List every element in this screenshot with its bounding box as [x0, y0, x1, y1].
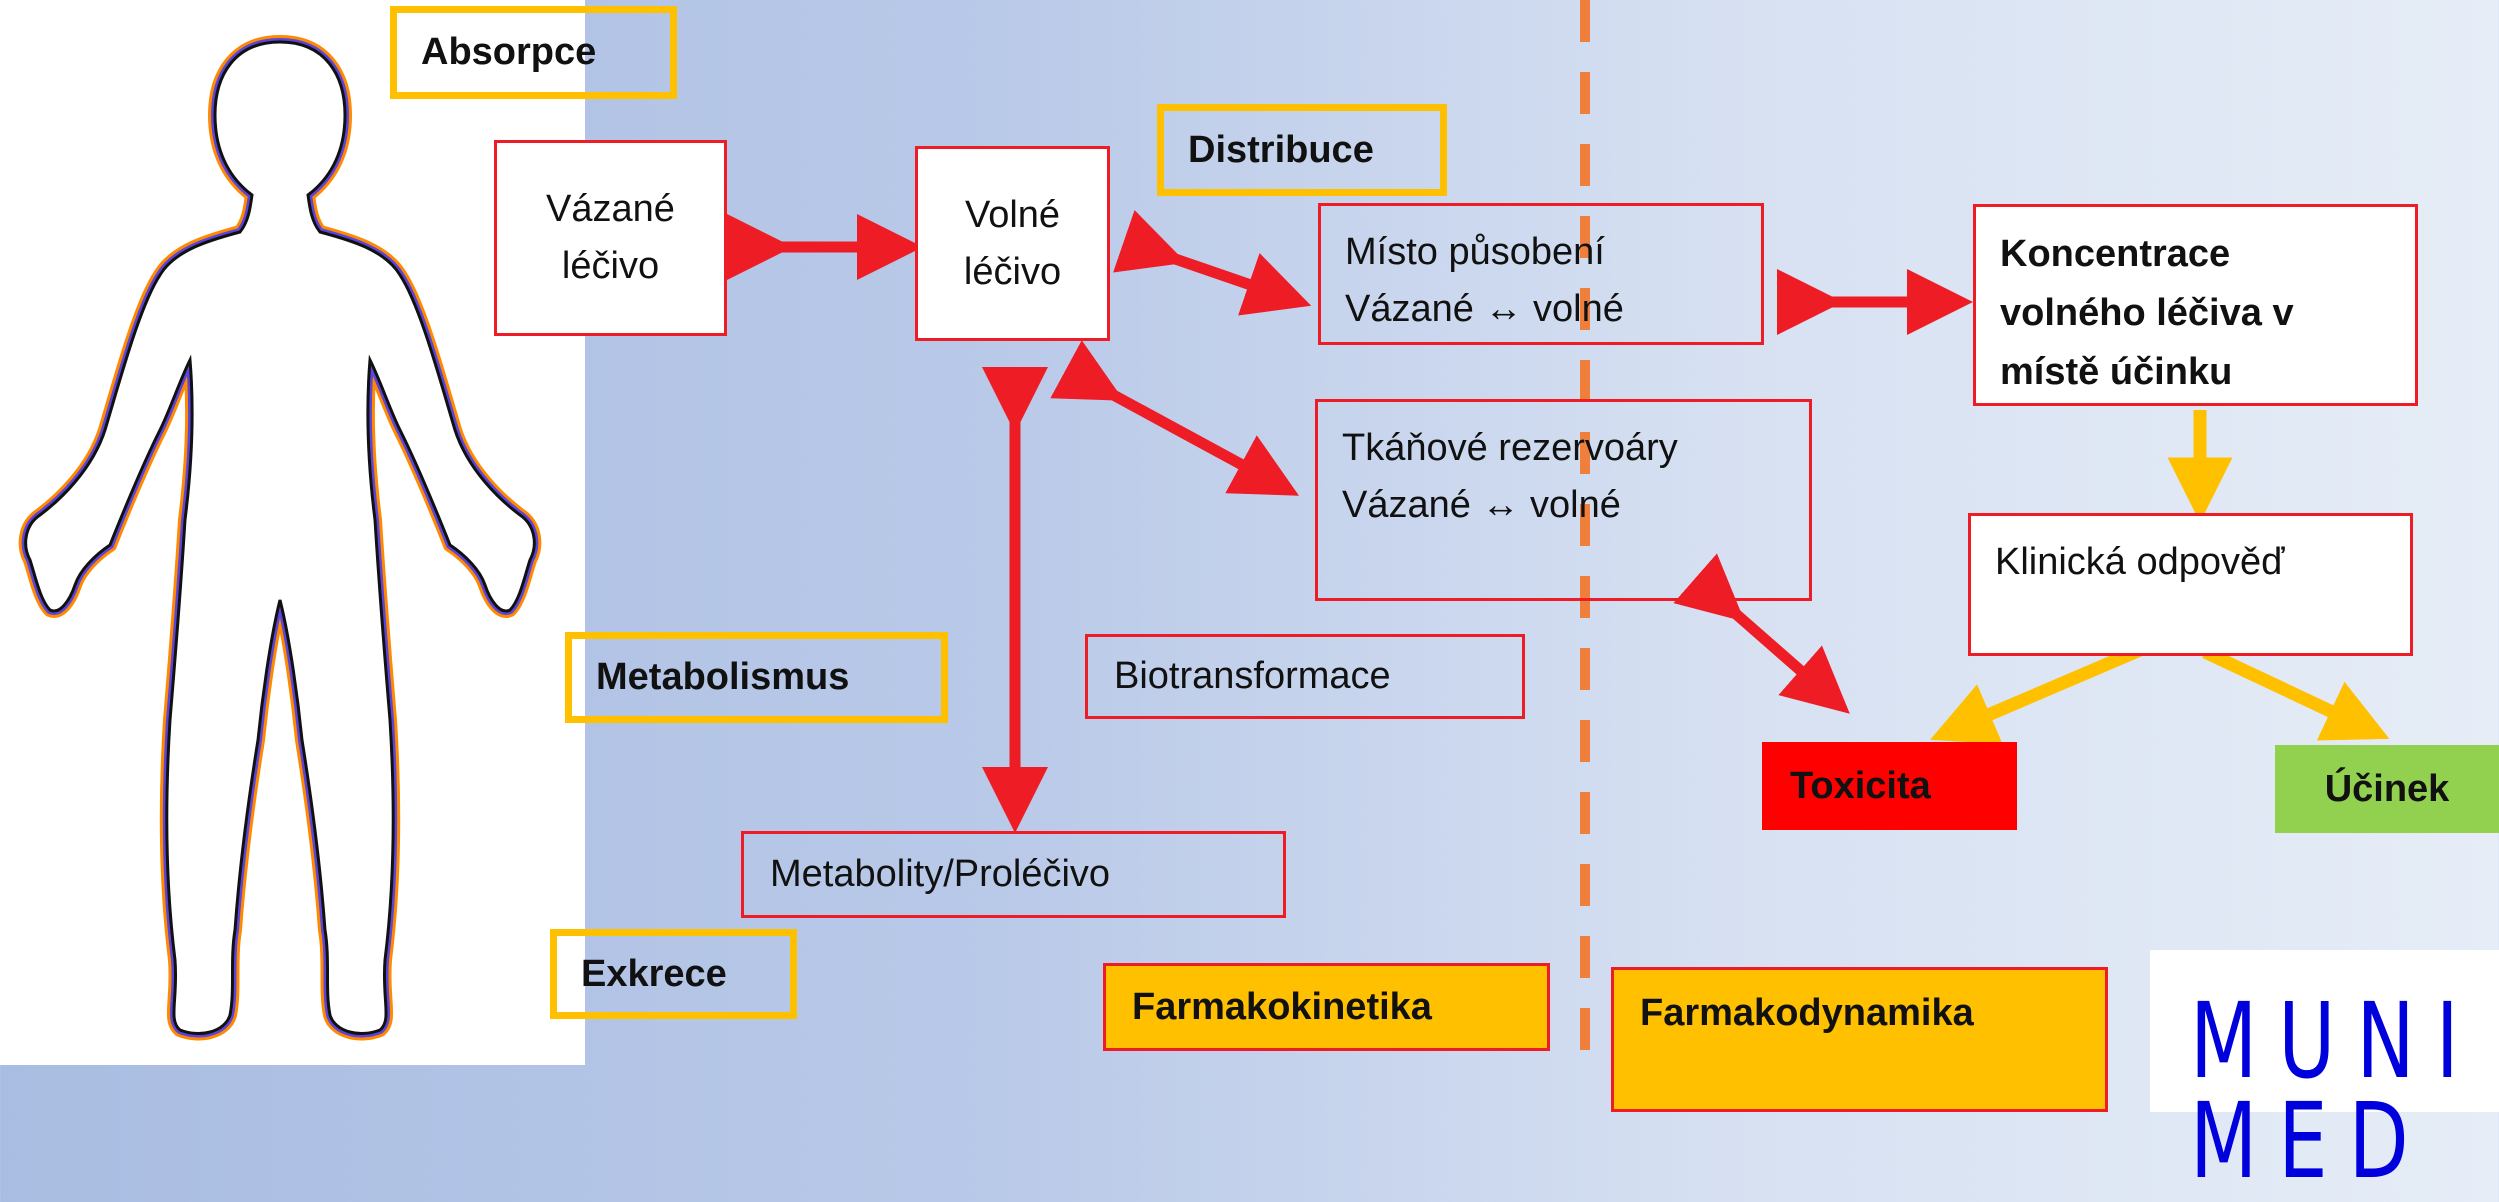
arrow-volne-misto [1113, 210, 1312, 316]
box-tkanove-rezervoary: Tkáňové rezervoáry Vázané ↔ volné [1315, 399, 1812, 601]
biotransformace-text: Biotransformace [1114, 655, 1391, 697]
logo-line1: MUNI [2190, 980, 2480, 1102]
section-farmakokinetika: Farmakokinetika [1103, 963, 1550, 1051]
misto-line2: Vázané ↔ volné [1345, 288, 1624, 330]
volne-line2: léčivo [963, 250, 1062, 293]
vazane-line2: léčivo [561, 245, 660, 287]
human-silhouette [18, 34, 542, 1041]
arrow-klinicka-toxicita [1930, 644, 2143, 745]
tkanove-line1: Tkáňové rezervoáry [1342, 427, 1678, 469]
box-volne-lecivo: Volné léčivo [915, 146, 1110, 341]
flow-arrows [727, 210, 2390, 833]
box-metabolity: Metabolity/Proléčivo [741, 831, 1286, 918]
logo-line2: MED [2190, 1080, 2430, 1202]
klinicka-text: Klinická odpověď [1995, 541, 2285, 583]
box-biotransformace: Biotransformace [1085, 634, 1525, 719]
tkanove-line2: Vázané ↔ volné [1342, 484, 1621, 526]
tag-exkrece: Exkrece [550, 929, 797, 1019]
outcome-ucinek: Účinek [2275, 745, 2499, 833]
misto-line1: Místo působení [1345, 231, 1605, 273]
metabolity-text: Metabolity/Proléčivo [770, 853, 1111, 895]
koncentrace-line1: Koncentrace [2000, 233, 2231, 275]
pk-pd-divider [1580, 0, 1590, 1060]
box-klinicka-odpoved: Klinická odpověď [1968, 513, 2413, 656]
box-koncentrace: Koncentrace volného léčiva v místě účink… [1973, 204, 2418, 406]
vazane-line1: Vázané [546, 188, 675, 230]
box-misto-pusobeni: Místo působení Vázané ↔ volné [1318, 203, 1764, 345]
koncentrace-line3: místě účinku [2000, 350, 2233, 393]
section-farmakodynamika: Farmakodynamika [1611, 967, 2108, 1112]
arrow-tkanove-toxicita [1673, 553, 1850, 714]
tag-absorpce: Absorpce [390, 6, 677, 99]
koncentrace-line2: volného léčiva v [2000, 291, 2294, 334]
volne-line1: Volné [964, 193, 1061, 236]
arrow-klinicka-ucinek [2202, 646, 2390, 741]
muni-logo-panel [2150, 950, 2499, 1112]
outcome-toxicita: Toxicita [1762, 742, 2017, 830]
arrow-volne-tkanove [1050, 340, 1300, 496]
tag-distribuce: Distribuce [1157, 104, 1447, 196]
tag-metabolismus: Metabolismus [565, 632, 948, 723]
box-vazane-lecivo: Vázané léčivo [494, 140, 727, 336]
